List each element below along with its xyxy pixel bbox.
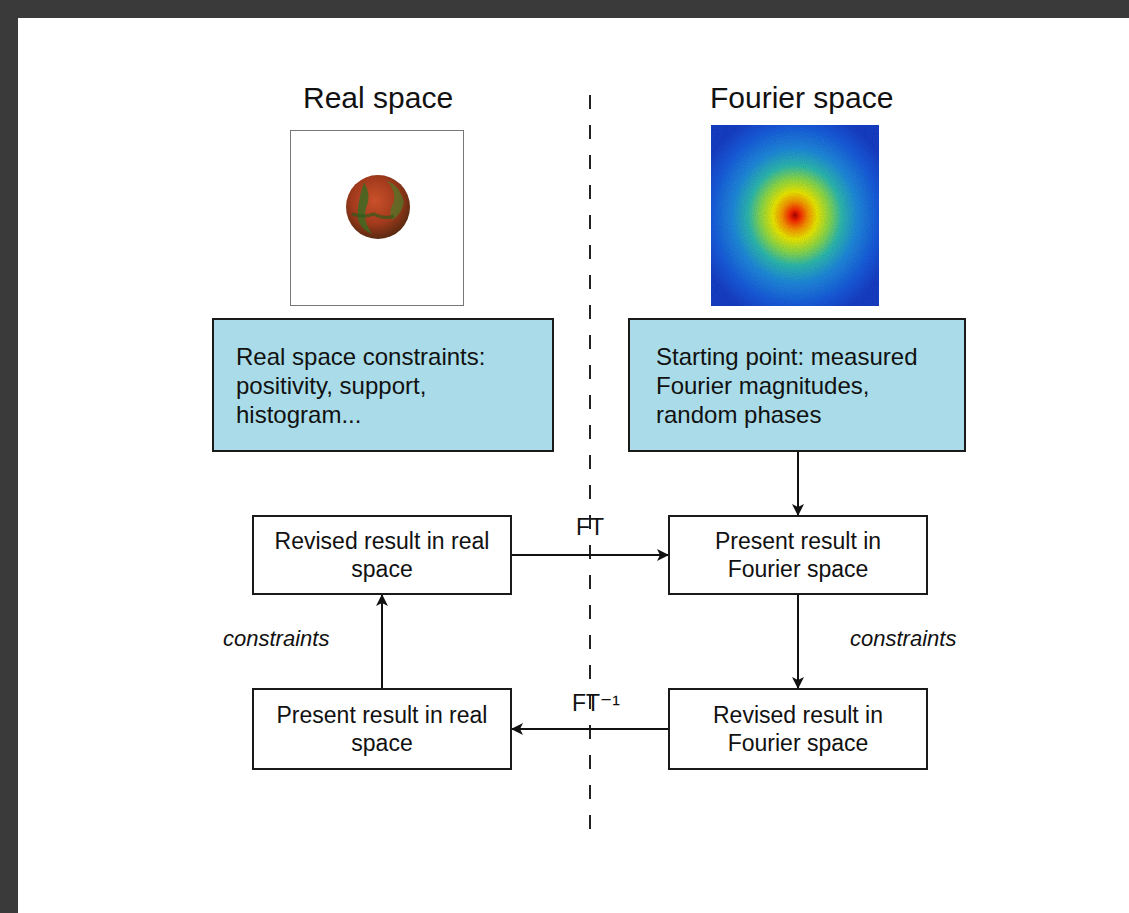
column-heading: Real space	[303, 81, 453, 115]
divider-line	[589, 95, 591, 836]
flow-arrow	[797, 595, 799, 688]
box-text: Revised result in real space	[264, 527, 500, 583]
constraint-box: Real space constraints: positivity, supp…	[212, 318, 554, 452]
box-text: Present result in real space	[264, 701, 500, 757]
flow-arrow	[797, 452, 799, 515]
flow-arrow	[512, 554, 668, 556]
edge-label: constraints	[223, 626, 329, 652]
process-box: Revised result in real space	[252, 515, 512, 595]
edge-label: constraints	[850, 626, 956, 652]
real-space-image	[291, 131, 464, 306]
object-blob	[346, 175, 410, 239]
start-box: Starting point: measured Fourier magnitu…	[628, 318, 966, 452]
process-box: Present result in Fourier space	[668, 515, 928, 595]
flow-arrow	[381, 595, 383, 688]
edge-label: FT	[576, 514, 604, 541]
box-text: Present result in Fourier space	[680, 527, 916, 583]
edge-label: FT⁻¹	[572, 690, 620, 717]
column-heading: Fourier space	[710, 81, 893, 115]
box-text: Starting point: measured Fourier magnitu…	[656, 342, 950, 429]
box-text: Revised result in Fourier space	[680, 701, 916, 757]
flow-arrow	[512, 728, 668, 730]
process-box: Present result in real space	[252, 688, 512, 770]
box-text: Real space constraints: positivity, supp…	[236, 342, 538, 429]
page-ground	[18, 18, 1129, 913]
process-box: Revised result in Fourier space	[668, 688, 928, 770]
diffraction-pattern	[711, 125, 879, 306]
